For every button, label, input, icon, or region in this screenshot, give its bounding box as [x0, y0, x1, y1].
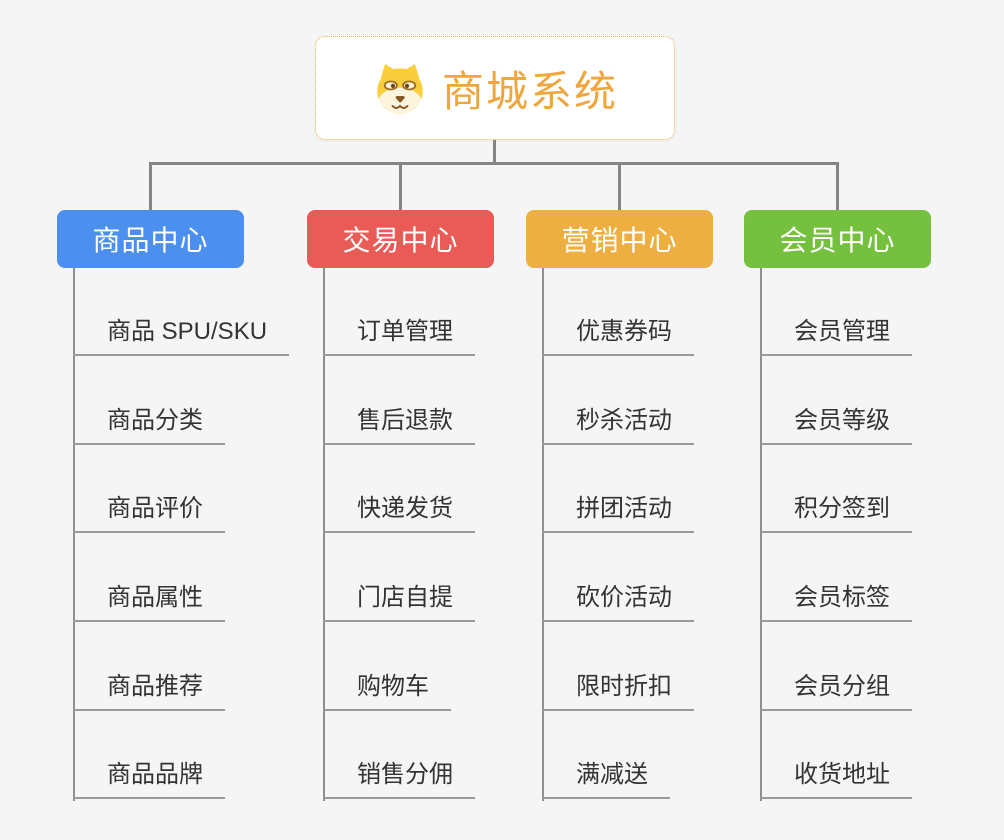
leaf-node[interactable]: 优惠券码 [542, 308, 694, 356]
branch-node-product-center[interactable]: 商品中心 [57, 210, 244, 268]
leaf-node[interactable]: 商品分类 [73, 397, 225, 445]
leaf-node[interactable]: 购物车 [323, 663, 451, 711]
connector-horizontal-bar [149, 162, 839, 165]
leaf-node[interactable]: 拼团活动 [542, 485, 694, 533]
doge-face-icon [377, 63, 423, 114]
leaf-node[interactable]: 积分签到 [760, 485, 912, 533]
leaf-node[interactable]: 会员管理 [760, 308, 912, 356]
leaf-node[interactable]: 会员分组 [760, 663, 912, 711]
branch-3-tree-line [542, 268, 544, 801]
branch-node-trade-center[interactable]: 交易中心 [307, 210, 494, 268]
connector-root-stub [493, 140, 496, 163]
leaf-node[interactable]: 商品推荐 [73, 663, 225, 711]
connector-drop-3 [618, 162, 621, 210]
leaf-node[interactable]: 商品 SPU/SKU [73, 308, 290, 356]
connector-drop-1 [149, 162, 152, 210]
branch-node-marketing-center[interactable]: 营销中心 [526, 210, 713, 268]
connector-drop-4 [836, 162, 839, 210]
root-title: 商城系统 [441, 67, 618, 115]
root-node[interactable]: 商城系统 [315, 36, 675, 140]
leaf-node[interactable]: 满减送 [542, 751, 670, 799]
leaf-node[interactable]: 订单管理 [323, 308, 475, 356]
branch-node-member-center[interactable]: 会员中心 [744, 210, 931, 268]
leaf-node[interactable]: 会员标签 [760, 574, 912, 622]
leaf-node[interactable]: 售后退款 [323, 397, 475, 445]
leaf-node[interactable]: 快递发货 [323, 485, 475, 533]
leaf-node[interactable]: 砍价活动 [542, 574, 694, 622]
leaf-node[interactable]: 销售分佣 [323, 751, 475, 799]
branch-4-tree-line [760, 268, 762, 801]
leaf-node[interactable]: 商品品牌 [73, 751, 225, 799]
leaf-node[interactable]: 收货地址 [760, 751, 912, 799]
connector-drop-2 [399, 162, 402, 210]
branch-1-tree-line [73, 268, 75, 801]
branch-2-tree-line [323, 268, 325, 801]
leaf-node[interactable]: 商品属性 [73, 574, 225, 622]
leaf-node[interactable]: 限时折扣 [542, 663, 694, 711]
leaf-node[interactable]: 商品评价 [73, 485, 225, 533]
leaf-node[interactable]: 会员等级 [760, 397, 912, 445]
leaf-node[interactable]: 秒杀活动 [542, 397, 694, 445]
leaf-node[interactable]: 门店自提 [323, 574, 475, 622]
